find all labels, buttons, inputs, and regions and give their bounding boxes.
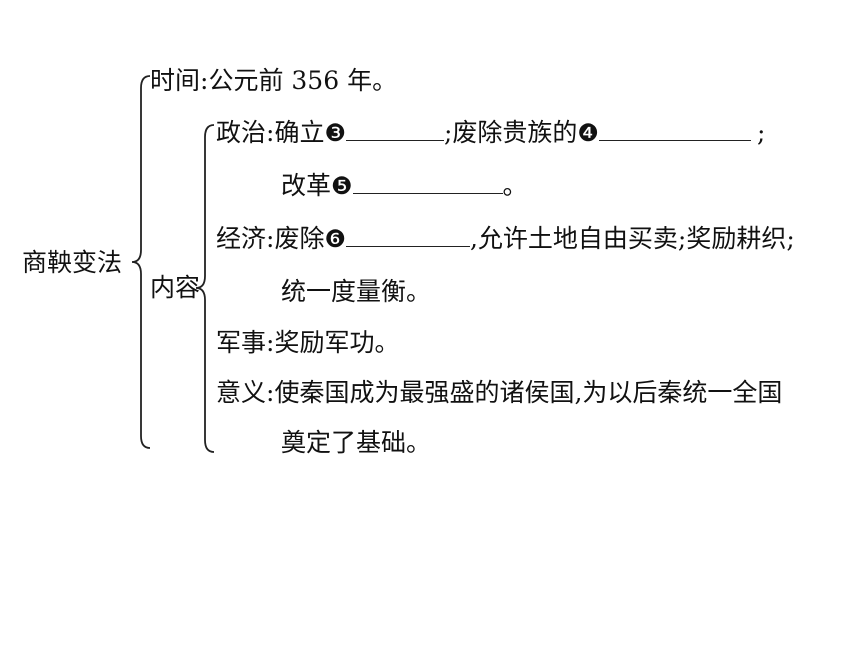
significance-line-1: 使秦国成为最强盛的诸侯国,为以后秦统一全国 (274, 378, 783, 407)
time-sep: : (200, 66, 209, 95)
content-brace (195, 124, 215, 453)
politics-sep: : (266, 118, 275, 147)
time-text: 公元前 356 年。 (208, 66, 398, 95)
economy-sep: : (266, 224, 275, 253)
significance-sep: : (266, 378, 275, 407)
time-row: 时间:公元前 356 年。 (150, 66, 397, 96)
blank-5-marker: ❺ (331, 172, 353, 200)
economy-label: 经济 (216, 224, 267, 253)
politics-row: 政治:确立❸ ;废除贵族的❹; (216, 118, 765, 148)
politics-mid: ;废除贵族的 (443, 118, 578, 147)
economy-post: ,允许土地自由买卖;奖励耕织; (469, 224, 795, 253)
root-label: 商鞅变法 (22, 248, 123, 277)
blank-4[interactable] (598, 118, 751, 141)
blank-5[interactable] (352, 171, 503, 194)
military-row: 军事:奖励军功。 (216, 328, 399, 358)
root-brace (131, 75, 151, 449)
politics-end2: 。 (502, 171, 528, 200)
politics-pre2: 改革 (281, 171, 332, 200)
blank-3-marker: ❸ (324, 119, 346, 147)
politics-label: 政治 (216, 118, 267, 147)
significance-row: 意义:使秦国成为最强盛的诸侯国,为以后秦统一全国 (216, 378, 782, 408)
blank-3[interactable] (345, 118, 444, 141)
politics-pre1: 确立 (274, 118, 325, 147)
military-label: 军事 (216, 328, 267, 357)
economy-pre: 废除 (274, 224, 325, 253)
economy-row: 经济:废除❻ ,允许土地自由买卖;奖励耕织; (216, 224, 795, 254)
military-sep: : (266, 328, 275, 357)
content-label: 内容 (150, 273, 201, 302)
significance-label: 意义 (216, 378, 267, 407)
politics-end1: ; (756, 118, 766, 147)
military-text: 奖励军功。 (274, 328, 400, 357)
significance-line-2: 奠定了基础。 (281, 428, 432, 457)
blank-6-marker: ❻ (324, 225, 346, 253)
blank-4-marker: ❹ (577, 119, 599, 147)
politics-row-2: 改革❺ 。 (281, 171, 528, 201)
blank-6[interactable] (345, 224, 470, 247)
economy-line-2: 统一度量衡。 (281, 277, 432, 306)
time-label: 时间 (150, 66, 201, 95)
